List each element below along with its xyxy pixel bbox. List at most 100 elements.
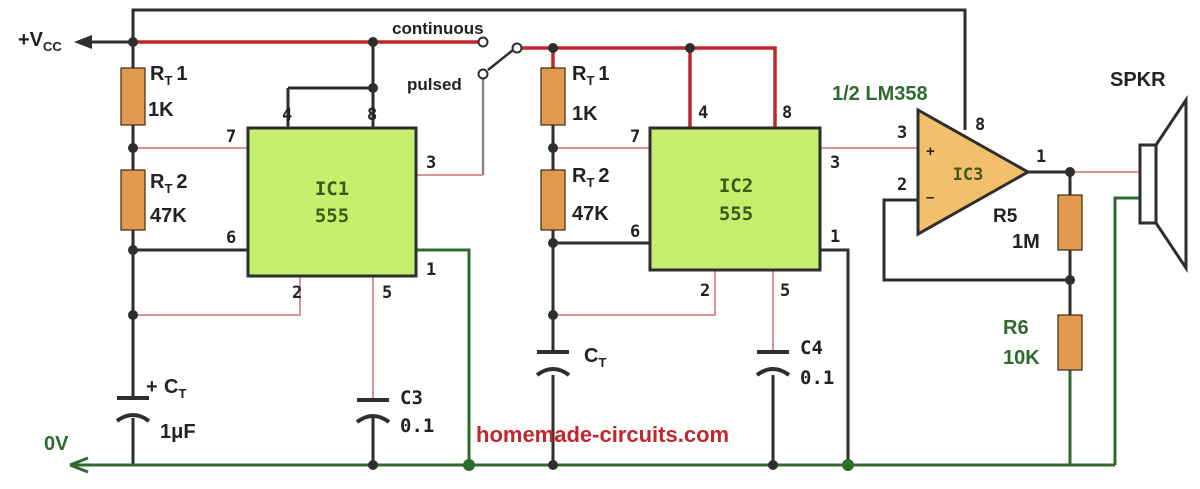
c4-label: C4 [800, 337, 823, 359]
stage2-rt2-resistor [540, 169, 566, 231]
r6-label: R6 [1003, 317, 1029, 339]
speaker-ground-wire [1113, 196, 1140, 465]
ic2-pin1-label: 1 [830, 227, 840, 247]
ic1-pin6-label: 6 [226, 228, 236, 248]
ic2-pin6-label: 6 [630, 222, 640, 242]
ic2-body [648, 126, 822, 272]
junction-ic1-pin4 [368, 83, 378, 93]
ic3-pin1-label: 1 [1036, 147, 1046, 167]
ic3-name: IC3 [953, 165, 984, 185]
junction-c4-ground [768, 460, 778, 470]
junction-c3-ground [368, 460, 378, 470]
c4-value: 0.1 [800, 367, 834, 389]
ic1-pin2-label: 2 [292, 283, 302, 303]
stage1-ct-label: CT [164, 376, 186, 401]
ic3-title: 1/2 LM358 [832, 83, 928, 105]
switch-pulsed-label: pulsed [407, 75, 462, 94]
stage1-ct-value: 1μF [160, 421, 196, 443]
ic2-pin1-ground-wire [820, 248, 850, 465]
speaker-label: SPKR [1110, 69, 1166, 91]
ic1-pin2-wire [133, 276, 301, 316]
stage1-ct-capacitor [115, 396, 151, 423]
ic3-pin2-label: 2 [897, 175, 907, 195]
ic1-pin5-label: 5 [382, 283, 392, 303]
switch-common-contact[interactable] [511, 42, 523, 54]
ic1-body [246, 126, 418, 278]
stage2-ct-capacitor [535, 350, 571, 377]
ic3-plus-sign: + [926, 143, 935, 160]
junction-ct2-ground [548, 460, 558, 470]
ic1-type: 555 [315, 205, 349, 227]
stage2-ct-label: CT [584, 345, 606, 370]
junction-vcc [128, 37, 138, 47]
junction-ic2-pin4 [685, 43, 695, 53]
ic3-output-wire [1028, 170, 1072, 195]
junction-stage2-supply [548, 43, 558, 53]
stage1-rt2-value: 47K [150, 205, 187, 227]
r6-value: 10K [1003, 347, 1040, 369]
ic2-pin5-label: 5 [780, 281, 790, 301]
junction-ic1-pin2 [128, 310, 138, 320]
ic1-pin4-label: 4 [282, 105, 292, 125]
ic1-pin3-label: 3 [426, 153, 436, 173]
stage2-rt1-resistor [540, 67, 566, 126]
ic1-name: IC1 [315, 178, 349, 200]
stage1-rt2-resistor [120, 169, 146, 231]
ic2-type: 555 [719, 203, 753, 225]
ic1-pin7-label: 7 [226, 127, 236, 147]
junction-ic2-pin7 [548, 143, 558, 153]
ic2-name: IC2 [719, 175, 753, 197]
ic1-pin1-label: 1 [426, 260, 436, 280]
junction-ic2-ground [842, 459, 854, 471]
ic2-pin4-label: 4 [698, 103, 708, 123]
ic3-feedback-wire [882, 198, 1070, 282]
c3-capacitor [355, 398, 391, 424]
stage1-ct-plus: + [146, 376, 158, 398]
speaker-icon [1138, 95, 1188, 273]
junction-ic2-pin6 [548, 238, 558, 248]
switch-lever[interactable] [487, 49, 514, 71]
junction-ic1-pin7 [128, 143, 138, 153]
r5-resistor [1057, 194, 1083, 251]
c4-capacitor [755, 350, 791, 377]
ground-arrow [69, 456, 89, 474]
junction-ic1-ground [463, 459, 475, 471]
junction-ic1-pin8 [368, 37, 378, 47]
junction-ic1-pin6 [128, 245, 138, 255]
ic3-pin8-label: 8 [975, 115, 985, 135]
stage1-rt1-resistor [120, 67, 146, 126]
ic3-pin3-label: 3 [897, 123, 907, 143]
c3-value: 0.1 [400, 415, 434, 437]
ic3-opamp-body [916, 107, 1032, 237]
ic2-pin2-label: 2 [700, 281, 710, 301]
vcc-label: +VCC [18, 29, 62, 54]
ic2-pin8-label: 8 [782, 103, 792, 123]
switch-continuous-contact[interactable] [477, 36, 489, 48]
ic3-minus-sign: – [926, 189, 934, 206]
vcc-rail-to-ic3 [131, 8, 967, 130]
ic1-pin8-label: 8 [367, 105, 377, 125]
ic2-pin3-label: 3 [830, 153, 840, 173]
junction-ic3-output [1065, 167, 1075, 177]
junction-feedback [1065, 275, 1075, 285]
r5-label: R5 [993, 206, 1018, 227]
watermark-text: homemade-circuits.com [476, 422, 729, 447]
switched-supply-wire [517, 46, 777, 128]
switch-continuous-label: continuous [392, 19, 484, 38]
r6-resistor [1057, 314, 1083, 371]
stage1-rt1-value: 1K [148, 99, 174, 121]
stage2-rt1-value: 1K [572, 103, 598, 125]
ic2-pin7-label: 7 [630, 127, 640, 147]
ic2-pin2-wire [553, 270, 716, 316]
r5-value: 1M [1012, 231, 1040, 253]
ic1-pin1-ground-wire [416, 248, 471, 465]
switch-pulsed-contact[interactable] [477, 68, 489, 80]
junction-ic2-pin2 [548, 310, 558, 320]
vcc-arrow-icon [74, 35, 92, 49]
mode-switch[interactable] [477, 36, 523, 80]
